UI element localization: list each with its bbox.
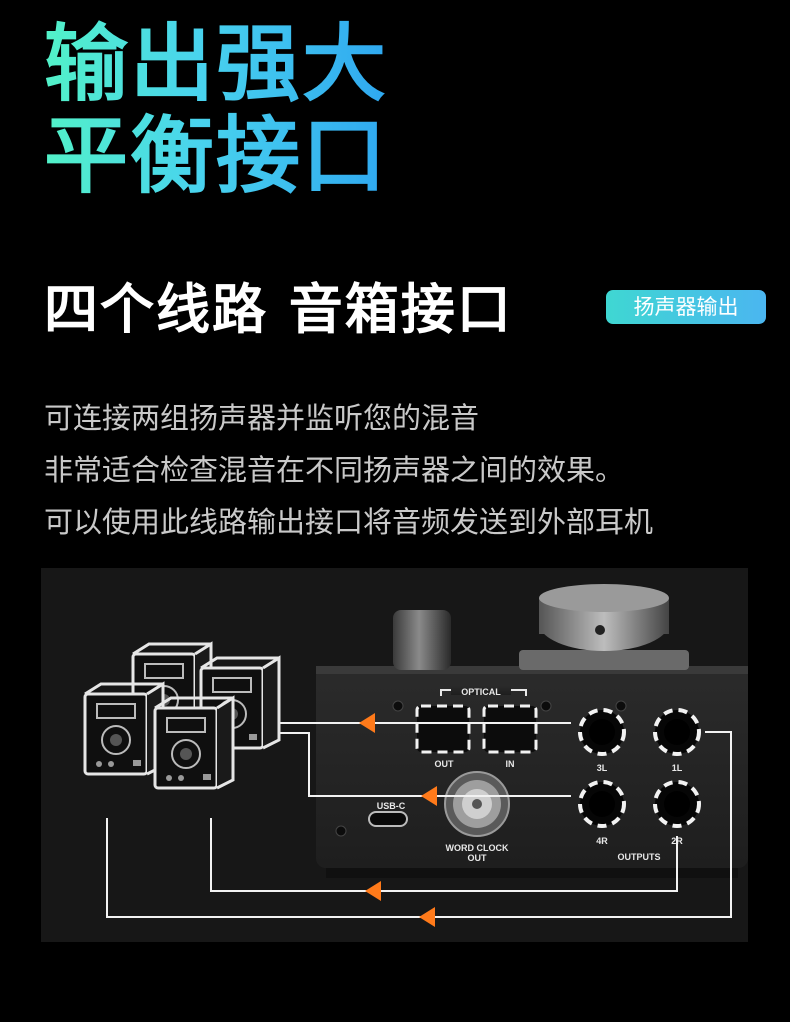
connection-diagram-svg: OPTICAL OUT IN WORD CLOCK OUT USB-C 3L 1… <box>83 584 748 927</box>
interface-rear-panel <box>316 666 748 868</box>
optical-out-port <box>415 704 471 754</box>
hero-heading: 输出强大 平衡接口 <box>44 18 388 202</box>
optical-in-port <box>482 704 538 754</box>
word-clock-label-1: WORD CLOCK <box>446 843 509 853</box>
word-clock-label-2: OUT <box>468 853 488 863</box>
arrow-left-icon <box>359 713 375 733</box>
section-title: 四个线路 音箱接口 <box>44 278 513 341</box>
optical-label: OPTICAL <box>461 687 501 697</box>
small-knob <box>393 610 451 670</box>
arrow-left-icon <box>365 881 381 901</box>
description: 可连接两组扬声器并监听您的混音 非常适合检查混音在不同扬声器之间的效果。 可以使… <box>44 392 653 548</box>
output-jack-4r <box>578 780 626 828</box>
outputs-label: OUTPUTS <box>617 852 660 862</box>
hero-line-1: 输出强大 <box>44 15 389 113</box>
usb-c-label: USB-C <box>377 801 406 811</box>
feature-badge: 扬声器输出 <box>606 290 766 324</box>
description-line-3: 可以使用此线路输出接口将音频发送到外部耳机 <box>44 505 654 539</box>
output-jack-2r <box>653 780 701 828</box>
jack-3l-label: 3L <box>597 763 608 773</box>
jack-4r-label: 4R <box>596 836 608 846</box>
jack-1l-label: 1L <box>672 763 683 773</box>
speaker-icon <box>153 696 235 790</box>
optical-in-label: IN <box>506 759 515 769</box>
hero-line-2: 平衡接口 <box>44 107 389 205</box>
description-line-1: 可连接两组扬声器并监听您的混音 <box>44 401 480 435</box>
signal-arrows <box>359 713 437 927</box>
optical-out-label: OUT <box>435 759 455 769</box>
description-line-2: 非常适合检查混音在不同扬声器之间的效果。 <box>44 453 625 487</box>
speaker-icon <box>83 682 165 776</box>
output-jack-3l <box>578 708 626 756</box>
output-jack-1l <box>653 708 701 756</box>
arrow-left-icon <box>421 786 437 806</box>
connection-diagram: OPTICAL OUT IN WORD CLOCK OUT USB-C 3L 1… <box>41 568 748 942</box>
usb-c-port <box>368 811 408 827</box>
arrow-left-icon <box>419 907 435 927</box>
cable-lines <box>106 722 732 918</box>
